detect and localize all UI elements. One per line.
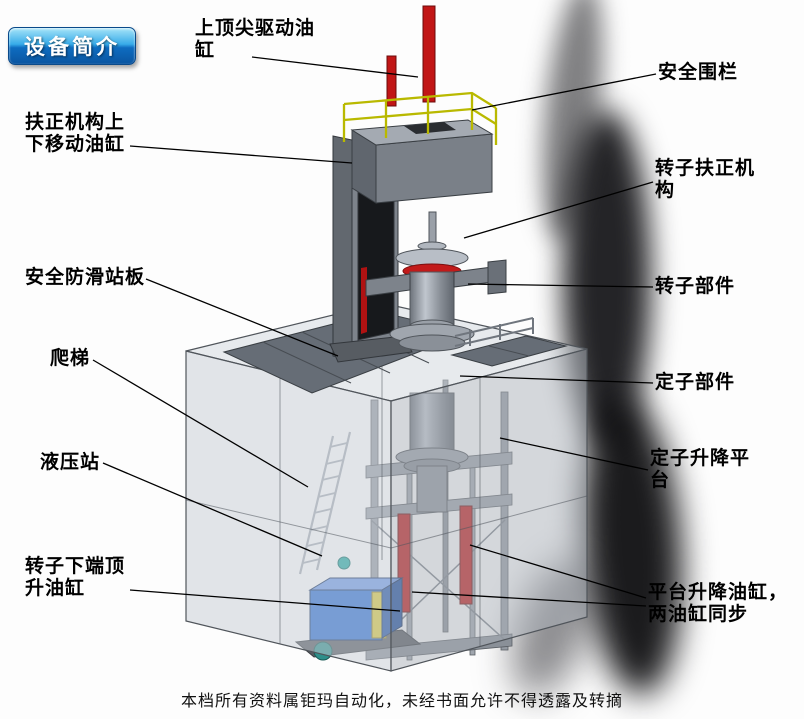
leader-platform-lift-b	[411, 591, 647, 607]
rotor-assembly	[365, 211, 507, 352]
top-drive-cylinder-rods	[386, 5, 436, 107]
title-badge: 设备简介	[8, 27, 136, 65]
callout-safety-fence: 安全围栏	[658, 62, 739, 83]
side-platform-frame	[454, 317, 534, 347]
leader-ladder	[92, 359, 309, 488]
callout-centering-updown-cylinder: 扶正机构上下移动油缸	[25, 112, 126, 156]
callout-platform-lift-cylinders: 平台升降油缸，两油缸同步	[648, 582, 789, 626]
leader-top-center-drive-cylinder	[251, 56, 419, 78]
leader-platform-lift-a	[469, 544, 647, 599]
callout-rotor-bottom-jack-cylinder: 转子下端顶升油缸	[25, 556, 126, 600]
enclosure-frame	[185, 302, 588, 672]
leader-hydraulic-station	[102, 462, 323, 557]
callout-anti-slip-plate: 安全防滑站板	[25, 267, 146, 288]
leader-rotor-centering-mechanism	[463, 181, 654, 239]
leader-stator-part	[459, 375, 654, 384]
head-box	[350, 119, 494, 204]
callout-rotor-centering-mechanism: 转子扶正机构	[655, 158, 756, 202]
leader-anti-slip-plate	[145, 278, 339, 357]
leader-rotor-bottom-jack	[129, 589, 401, 612]
callout-ladder: 爬梯	[50, 348, 91, 369]
leader-stator-lifting-platform	[499, 437, 649, 471]
leader-rotor-part	[467, 283, 654, 288]
leader-centering-updown-cylinder	[129, 145, 353, 164]
callout-stator-part: 定子部件	[655, 372, 736, 393]
callout-top-center-drive-cylinder: 上顶尖驱动油缸	[195, 18, 316, 62]
footer-copyright: 本档所有资料属钜玛自动化，未经书面允许不得透露及转摘	[180, 693, 623, 710]
leader-safety-fence	[471, 73, 657, 111]
safety-fence-railing	[342, 91, 498, 145]
leader-lines	[92, 56, 657, 612]
callout-stator-lifting-platform: 定子升降平台	[650, 448, 751, 492]
callout-rotor-part: 转子部件	[655, 276, 736, 297]
callout-hydraulic-station: 液压站	[40, 452, 101, 473]
